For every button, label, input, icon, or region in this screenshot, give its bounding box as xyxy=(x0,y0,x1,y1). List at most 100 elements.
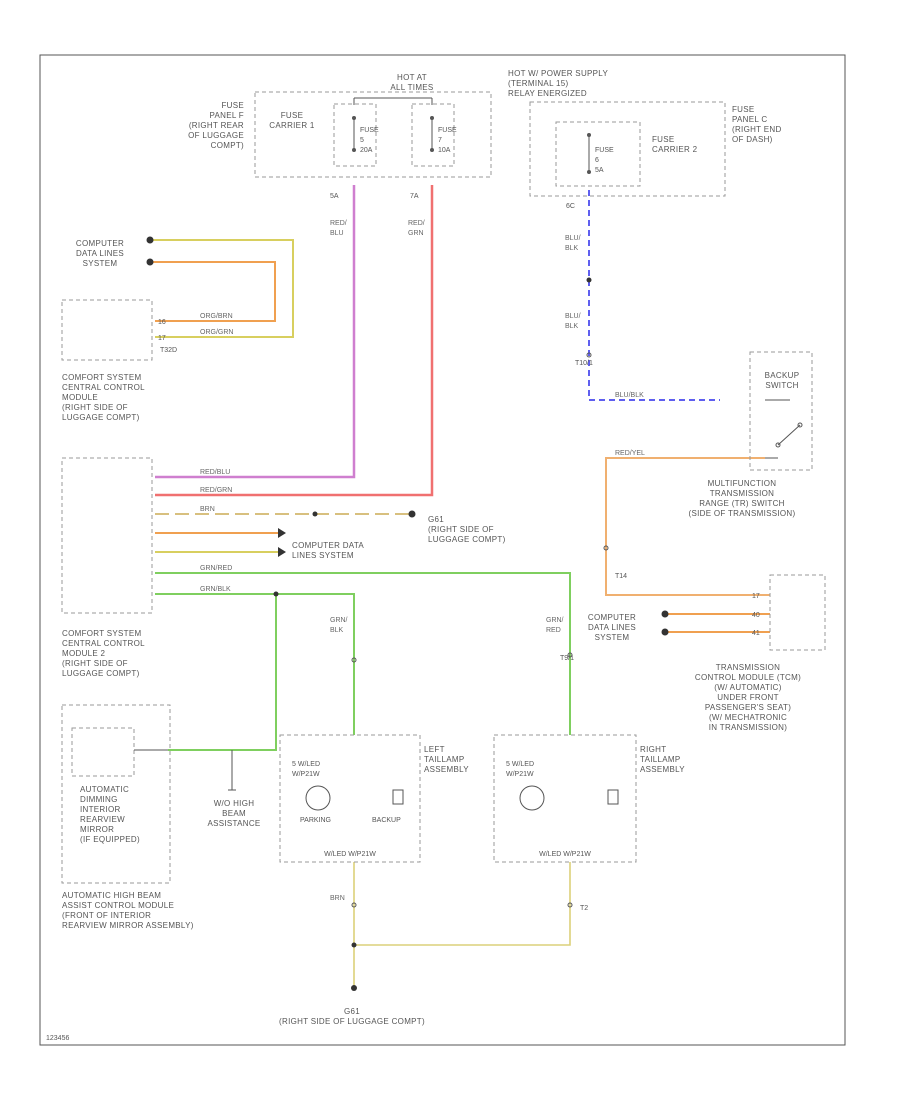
fuse-5-box xyxy=(333,103,377,167)
labels-fuse_panel_f-line-5: COMPT) xyxy=(211,141,244,150)
labels-tcm-line-7: IN TRANSMISSION) xyxy=(709,723,787,732)
labels-computer_data_lines_3-line-1: COMPUTER xyxy=(588,613,636,622)
wires-grn_red: GRN/RED xyxy=(200,565,232,572)
wire-grn-blk xyxy=(155,593,355,735)
wires-red_grn-line-2: GRN xyxy=(408,230,424,237)
wires-org_brn: ORG/BRN xyxy=(200,313,233,320)
wire-red-grn xyxy=(155,185,434,497)
wires xyxy=(150,185,770,988)
labels-mf_range_switch-line-4: (SIDE OF TRANSMISSION) xyxy=(689,509,796,518)
labels-mf_range_switch-line-3: RANGE (TR) SWITCH xyxy=(699,499,785,508)
wire-blu-blk xyxy=(588,190,720,401)
wires-grn_red_v-line-2: RED xyxy=(546,627,561,634)
labels-ground_g2-line-2: (RIGHT SIDE OF LUGGAGE COMPT) xyxy=(279,1017,425,1026)
wires-brn_v: BRN xyxy=(330,895,345,902)
wires-red_yel: RED/YEL xyxy=(615,450,645,457)
pins-tc2: 40 xyxy=(752,612,760,619)
labels-backup_switch-line-2: SWITCH xyxy=(765,381,798,390)
labels-tcm-line-2: CONTROL MODULE (TCM) xyxy=(695,673,801,682)
labels-high_beam_module-line-3: (FRONT OF INTERIOR xyxy=(62,911,151,920)
component-boxes xyxy=(61,91,826,884)
labels-tcm-line-3: (W/ AUTOMATIC) xyxy=(714,683,781,692)
pins-ta: 7A xyxy=(410,193,419,200)
labels-lamp_hdr_right-line-2: W/P21W xyxy=(506,771,534,778)
labels-ground_g1-line-3: LUGGAGE COMPT) xyxy=(428,535,506,544)
data-line-terminal-2 xyxy=(146,258,154,266)
labels-lamp_hdr_right-line-1: 5 W/LED xyxy=(506,761,534,768)
labels-ground_g2-line-1: G61 xyxy=(344,1007,360,1016)
wires-brn: BRN xyxy=(200,506,215,513)
labels-fuse_c-line-1: FUSE xyxy=(595,147,614,154)
wires-grn_blk_v-line-1: GRN/ xyxy=(330,617,348,624)
labels-high_beam_module-line-2: ASSIST CONTROL MODULE xyxy=(62,901,174,910)
labels-fuse_b-line-1: FUSE xyxy=(438,127,457,134)
labels-fuse_a-line-2: 5 xyxy=(360,137,364,144)
labels-lamp_right: BACKUP xyxy=(372,817,401,824)
labels-comfort_module_2-line-5: LUGGAGE COMPT) xyxy=(62,669,140,678)
labels-fuse_panel_c-line-1: FUSE xyxy=(732,105,755,114)
pins-t14: T14 xyxy=(615,573,627,580)
pins-tc1: 17 xyxy=(752,593,760,600)
labels-comfort_module_2-line-1: COMFORT SYSTEM xyxy=(62,629,142,638)
comfort-module-1-box xyxy=(61,299,153,361)
labels-backup_switch-line-1: BACKUP xyxy=(765,371,800,380)
ground-g61-terminal xyxy=(408,510,416,518)
backup-switch-box xyxy=(749,351,813,471)
pins-tc3: 41 xyxy=(752,630,760,637)
switch-symbol xyxy=(765,399,803,459)
connector-dots xyxy=(146,236,669,991)
pins-t9: T9/1 xyxy=(560,655,574,662)
labels-tcm-line-1: TRANSMISSION xyxy=(716,663,781,672)
labels-fuse_a-line-3: 20A xyxy=(360,147,373,154)
high-beam-module-box xyxy=(61,704,171,884)
labels-ground_g1-line-2: (RIGHT SIDE OF xyxy=(428,525,494,534)
wires-org_grn: ORG/GRN xyxy=(200,329,233,336)
labels-computer_data_lines_1-line-1: COMPUTER xyxy=(76,239,124,248)
fuse-panel-c-box xyxy=(529,101,726,197)
labels-mf_range_switch-line-2: TRANSMISSION xyxy=(710,489,775,498)
pins-t2: T2 xyxy=(580,905,588,912)
wires-red_grn_h: RED/GRN xyxy=(200,487,232,494)
labels-lamp_hdr_left-line-2: W/P21W xyxy=(292,771,320,778)
diagram-frame xyxy=(39,54,846,1046)
labels-mirror-line-5: MIRROR xyxy=(80,825,114,834)
wires-red_blu-line-2: BLU xyxy=(330,230,344,237)
labels-lamp_hdr_left-line-1: 5 W/LED xyxy=(292,761,320,768)
labels-computer_data_lines_3-line-3: SYSTEM xyxy=(595,633,630,642)
left-parking-bulb xyxy=(305,785,331,811)
wires-grn_red_v-line-1: GRN/ xyxy=(546,617,564,624)
labels-tcm-line-5: PASSENGER'S SEAT) xyxy=(705,703,791,712)
labels-computer_data_lines_2-line-1: COMPUTER DATA xyxy=(292,541,364,550)
labels-mirror-line-1: AUTOMATIC xyxy=(80,785,129,794)
labels-comfort_module_1-line-1: COMFORT SYSTEM xyxy=(62,373,142,382)
labels-mirror-line-3: INTERIOR xyxy=(80,805,121,814)
labels-high_beam_assist-line-2: BEAM xyxy=(222,809,246,818)
labels-mirror-line-6: (IF EQUIPPED) xyxy=(80,835,140,844)
mirror-box xyxy=(71,727,135,777)
comfort-module-2-box xyxy=(61,457,153,614)
labels-hot_at_all_times-line-2: ALL TIMES xyxy=(390,83,433,92)
labels-fuse_carrier_1-line-2: CARRIER 1 xyxy=(269,121,315,130)
wires-blu_blk_2-line-2: BLK xyxy=(565,323,579,330)
fuse-panel-f-box xyxy=(254,91,492,178)
fuse-carrier-2-box xyxy=(555,121,641,187)
labels-fuse_b-line-3: 10A xyxy=(438,147,451,154)
labels-right_taillamp-line-1: RIGHT xyxy=(640,745,666,754)
labels-fuse_panel_f-line-4: OF LUGGAGE xyxy=(188,131,244,140)
labels-comfort_module_2-line-4: (RIGHT SIDE OF xyxy=(62,659,128,668)
labels-high_beam_assist-line-1: W/O HIGH xyxy=(214,799,255,808)
labels-right_taillamp-line-2: TAILLAMP xyxy=(640,755,681,764)
labels-fuse_carrier_1-line-1: FUSE xyxy=(281,111,304,120)
labels-fuse_c-line-2: 6 xyxy=(595,157,599,164)
wire-red-blu xyxy=(155,185,356,479)
labels-tcm-line-4: UNDER FRONT xyxy=(717,693,779,702)
labels-left_taillamp-line-2: TAILLAMP xyxy=(424,755,465,764)
labels-computer_data_lines_1-line-2: DATA LINES xyxy=(76,249,124,258)
wires-grn_blk: GRN/BLK xyxy=(200,586,231,593)
labels-fuse_panel_c-line-4: OF DASH) xyxy=(732,135,773,144)
labels-mirror-line-2: DIMMING xyxy=(80,795,118,804)
pins-sa: 5A xyxy=(330,193,339,200)
pins-t10: T10/1 xyxy=(575,360,593,367)
wires-red_grn-line-1: RED/ xyxy=(408,220,425,227)
